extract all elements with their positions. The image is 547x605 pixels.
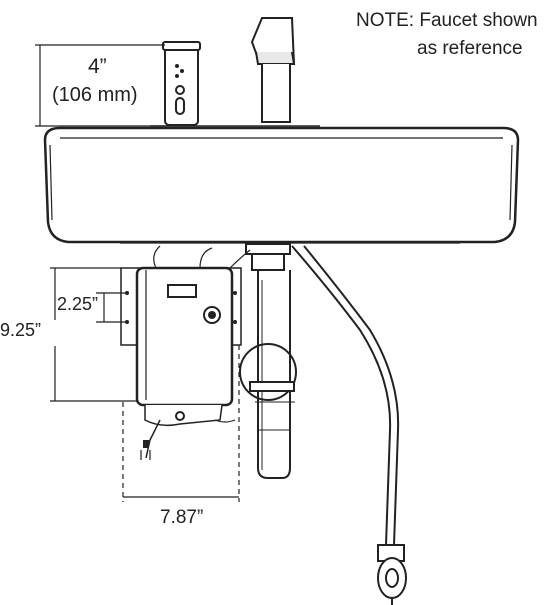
supply-hose [291, 245, 400, 546]
sensor-faucet [162, 41, 201, 126]
sink-basin [43, 126, 520, 244]
mount-spacing-label: 2.25” [57, 294, 99, 314]
drain-p-trap [239, 243, 297, 479]
faucet-height-dimension [35, 44, 165, 127]
reference-faucet [250, 17, 296, 123]
box-width-label: 7.87” [160, 507, 204, 528]
control-box [120, 266, 242, 460]
note-line-2: as reference [417, 38, 523, 59]
faucet-height-label: 4” [88, 55, 107, 78]
stop-valve [377, 544, 407, 605]
faucet-height-mm-label: (106 mm) [52, 84, 138, 106]
mount-spacing-dimension [96, 292, 127, 323]
box-height-label: 9.25” [0, 320, 42, 340]
box-wires [153, 245, 251, 269]
note-line-1: NOTE: Faucet shown [356, 10, 538, 31]
box-width-dimension [122, 345, 240, 502]
box-height-dimension [50, 267, 137, 402]
